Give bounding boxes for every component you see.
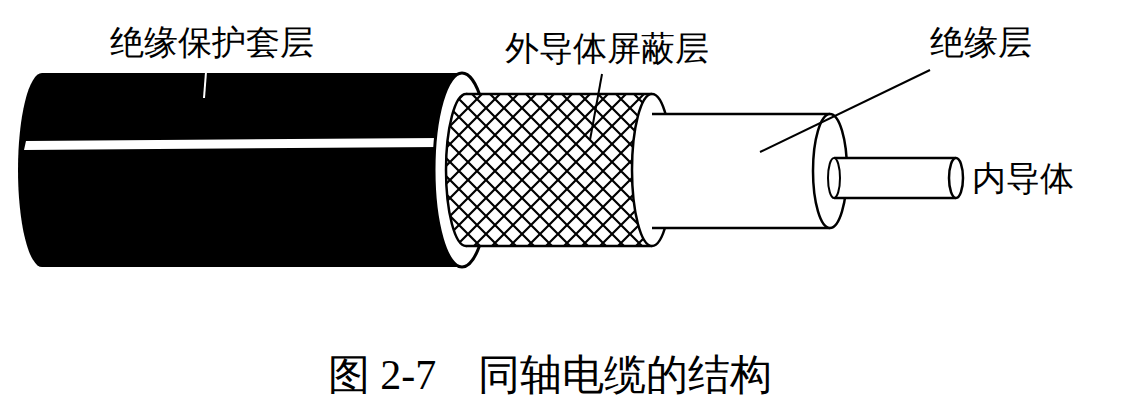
jacket-body — [42, 73, 462, 267]
conductor-end — [949, 158, 963, 198]
part-label: 外导体屏蔽层 — [505, 28, 709, 69]
shield-edge — [466, 93, 652, 96]
part-label: 绝缘保护套层 — [110, 22, 314, 63]
insulation-edge — [652, 227, 830, 230]
conductor-body — [834, 158, 956, 198]
leader-line — [590, 74, 602, 140]
shield-body — [466, 94, 652, 246]
conductor-edge — [834, 197, 956, 200]
conductor-edge — [834, 157, 956, 160]
insulation-edge — [652, 113, 830, 116]
leader-line — [204, 72, 206, 98]
conductor-base — [828, 158, 840, 198]
leader-line — [760, 70, 930, 152]
part-label: 绝缘层 — [930, 22, 1032, 63]
shield-edge — [466, 245, 652, 248]
jacket-highlight — [24, 138, 440, 150]
part-label: 内导体 — [972, 158, 1074, 199]
figure-caption: 图 2-7 同轴电缆的结构 — [328, 350, 773, 400]
